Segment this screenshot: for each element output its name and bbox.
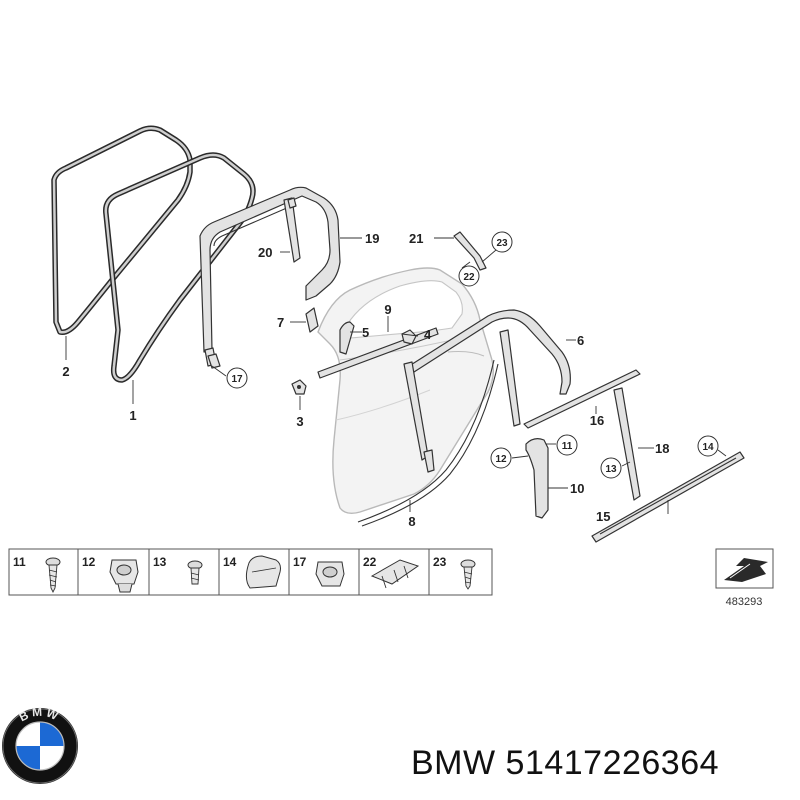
reference-box: 483293 xyxy=(715,548,774,608)
callout-22-circle: 22 xyxy=(458,265,480,287)
legend-number-11: 11 xyxy=(13,555,26,569)
legend-number-23: 23 xyxy=(433,555,447,569)
reference-number: 483293 xyxy=(726,596,763,608)
part-2-door-seal xyxy=(51,125,193,336)
legend-number-13: 13 xyxy=(153,555,167,569)
svg-text:BMW: BMW xyxy=(17,705,63,725)
screw-short-icon xyxy=(187,560,203,585)
callout-17-circle: 17 xyxy=(226,367,248,389)
callout-20: 20 xyxy=(258,245,272,260)
part-3-clip xyxy=(291,379,307,395)
callout-7: 7 xyxy=(277,315,284,330)
callout-13-circle: 13 xyxy=(600,457,622,479)
part-5-trim-strip xyxy=(339,321,355,355)
part-15-sill-strip xyxy=(591,451,745,543)
callout-15: 15 xyxy=(596,509,610,524)
legend-number-17: 17 xyxy=(293,555,307,569)
bmw-logo: BMW xyxy=(2,705,78,784)
part-18-pillar-trim xyxy=(613,387,641,501)
legend-number-14: 14 xyxy=(223,555,237,569)
callout-6: 6 xyxy=(577,333,584,348)
svg-text:11: 11 xyxy=(562,441,573,452)
callout-5: 5 xyxy=(362,325,369,340)
svg-text:23: 23 xyxy=(496,238,508,249)
part-21-trim-strip xyxy=(453,231,487,271)
callout-16: 16 xyxy=(590,413,604,428)
part-19-window-channel xyxy=(199,186,341,367)
callout-labels: 2 1 3 4 5 6 7 8 9 10 15 16 18 19 20 21 2… xyxy=(62,231,719,529)
part-17-clip-in-place xyxy=(207,353,221,369)
clip-nut-icon xyxy=(109,559,139,593)
clip-nut-icon xyxy=(315,561,345,587)
callout-12-circle: 12 xyxy=(490,447,512,469)
callout-14-circle: 14 xyxy=(697,435,719,457)
fastener-legend: 11 12 13 14 17 22 23 xyxy=(8,548,493,596)
svg-text:17: 17 xyxy=(231,374,243,385)
bracket-clip-icon xyxy=(370,559,420,589)
callout-2: 2 xyxy=(62,364,69,379)
callout-18: 18 xyxy=(655,441,669,456)
callout-10: 10 xyxy=(570,481,584,496)
callout-19: 19 xyxy=(365,231,379,246)
part-4-clip xyxy=(401,329,417,345)
part-7-small-trim xyxy=(305,307,319,333)
part-10-pillar-trim xyxy=(525,438,549,519)
svg-text:13: 13 xyxy=(605,464,617,475)
legend-number-12: 12 xyxy=(82,555,96,569)
callout-8: 8 xyxy=(408,514,415,529)
door-panel xyxy=(317,267,495,515)
screw-icon xyxy=(460,559,476,590)
part-16-trim-strip xyxy=(523,369,641,429)
callout-21: 21 xyxy=(409,231,423,246)
part-20-pillar-trim xyxy=(283,197,301,263)
leader-lines xyxy=(65,237,727,514)
part-8-lower-trim xyxy=(357,359,499,527)
screw-icon xyxy=(45,557,61,594)
svg-text:12: 12 xyxy=(495,454,507,465)
part-6-window-frame xyxy=(403,309,571,473)
svg-text:14: 14 xyxy=(702,442,714,453)
callout-11-circle: 11 xyxy=(556,434,578,456)
callout-3: 3 xyxy=(296,414,303,429)
callout-9: 9 xyxy=(384,302,391,317)
callout-23-circle: 23 xyxy=(491,231,513,253)
callout-4: 4 xyxy=(424,327,432,342)
end-cap-icon xyxy=(245,555,281,589)
part-caption: BMW 51417226364 xyxy=(411,744,720,782)
callout-1: 1 xyxy=(129,408,136,423)
part-1-inner-seal xyxy=(103,152,256,383)
svg-text:22: 22 xyxy=(463,272,475,283)
legend-number-22: 22 xyxy=(363,555,377,569)
reference-arrow-icon xyxy=(724,558,768,582)
